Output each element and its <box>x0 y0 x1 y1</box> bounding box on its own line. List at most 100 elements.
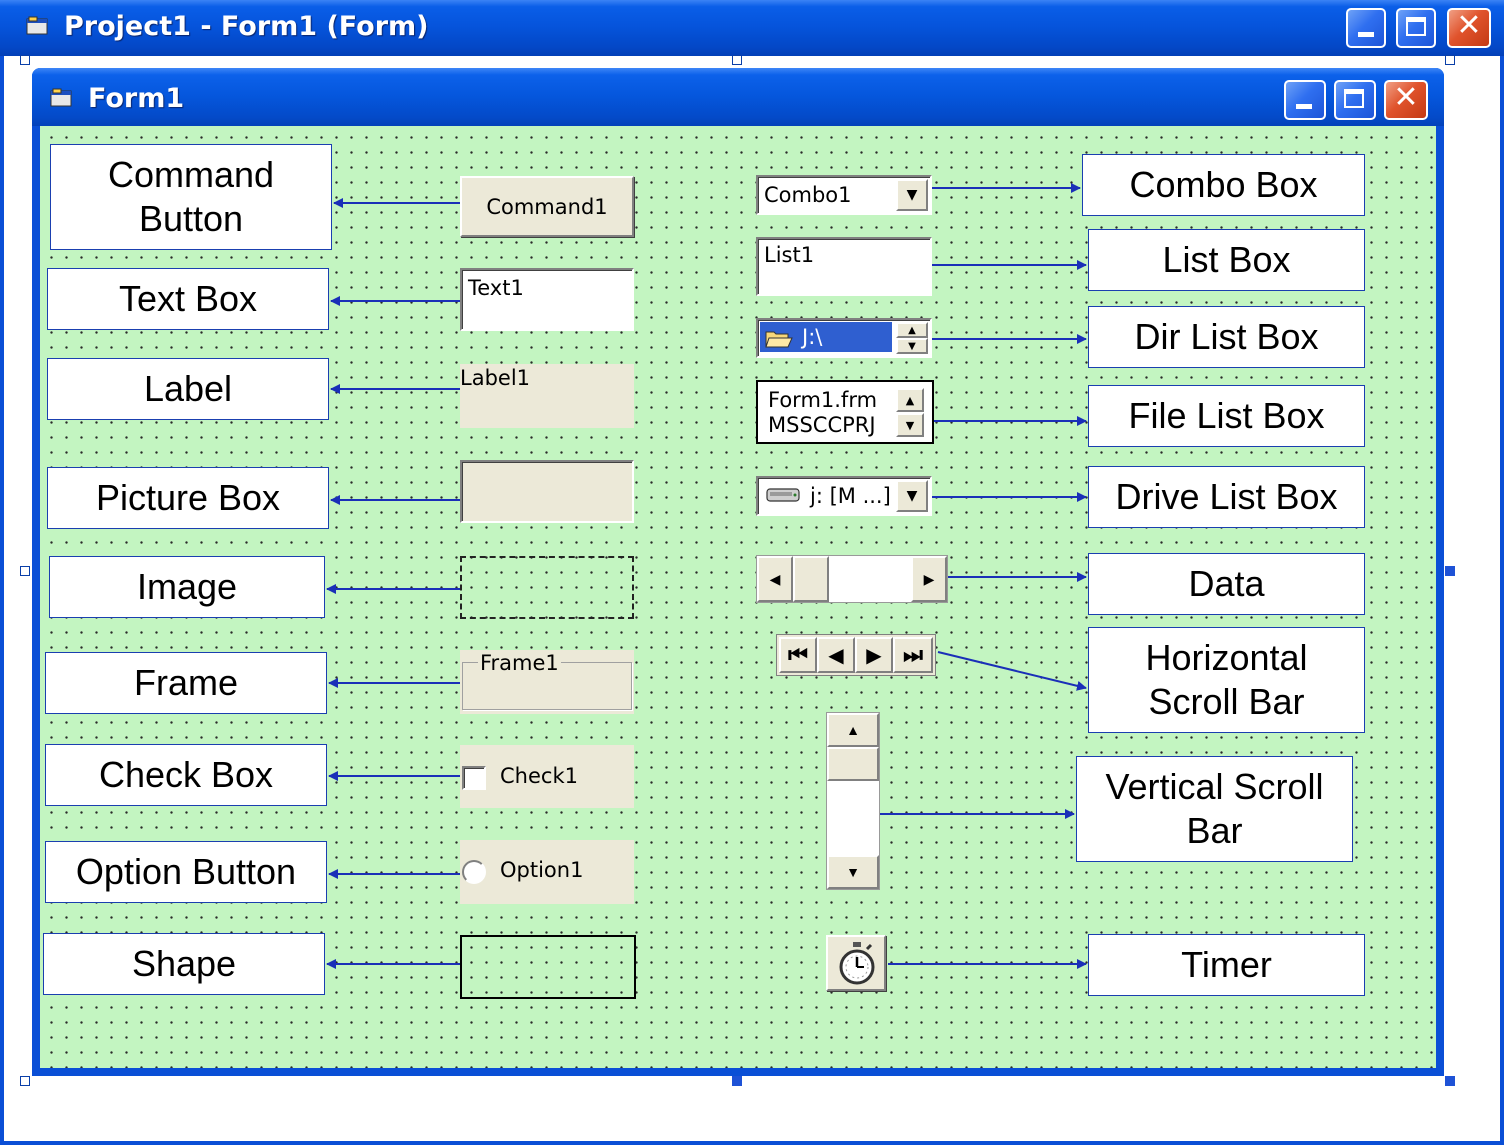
move-first-button[interactable]: ⏮ <box>779 637 817 673</box>
text-box-value: Text1 <box>468 276 524 300</box>
record-navigator-control[interactable]: ⏮ ◀ ▶ ⏭ <box>776 634 936 676</box>
drive-list-dropdown-button[interactable]: ▼ <box>896 480 928 512</box>
drive-list-value: j: [M ...] <box>810 484 891 508</box>
resize-handle-top[interactable] <box>732 55 742 65</box>
designer-minimize-button[interactable] <box>1346 8 1386 48</box>
skip-first-icon: ⏮ <box>788 642 808 667</box>
timer-control[interactable] <box>826 935 886 991</box>
resize-handle-bottom-left[interactable] <box>20 1076 30 1086</box>
arrow-down-icon: ▼ <box>905 418 915 432</box>
arrow-right-icon: ▶ <box>866 644 882 667</box>
arrow-down-icon: ▼ <box>908 340 916 352</box>
form-close-button[interactable]: ✕ <box>1384 80 1428 120</box>
form-window-title: Form1 <box>88 83 185 114</box>
arrow-up-icon: ▲ <box>905 393 915 407</box>
form-maximize-button[interactable] <box>1334 80 1376 120</box>
option-button-caption: Option1 <box>500 858 584 882</box>
label-command-button: Command Button <box>50 144 332 250</box>
label-check-box: Check Box <box>45 744 327 806</box>
dir-list-scroll-down[interactable]: ▼ <box>896 338 928 354</box>
arrow-up-icon: ▲ <box>908 324 916 336</box>
vertical-scrollbar-control[interactable]: ▲ ▼ <box>826 712 880 890</box>
minimize-icon <box>1296 104 1312 109</box>
command-button-caption: Command1 <box>486 194 608 219</box>
label-timer: Timer <box>1088 934 1365 996</box>
arrow-left-icon: ◀ <box>828 644 844 667</box>
label-control[interactable]: Label1 <box>460 364 634 428</box>
maximize-icon <box>1406 17 1426 36</box>
move-last-button[interactable]: ⏭ <box>893 637 933 673</box>
resize-handle-bottom[interactable] <box>732 1076 742 1086</box>
scroll-left-button[interactable]: ◀ <box>757 556 793 602</box>
image-control[interactable] <box>460 556 634 619</box>
resize-handle-left[interactable] <box>20 566 30 576</box>
label-shape: Shape <box>43 933 325 995</box>
close-icon: ✕ <box>1456 8 1482 43</box>
resize-handle-right[interactable] <box>1445 566 1455 576</box>
move-previous-button[interactable]: ◀ <box>817 637 855 673</box>
file-list-scroll-down[interactable]: ▼ <box>896 413 924 437</box>
label-picture-box: Picture Box <box>47 467 329 529</box>
chevron-down-icon: ▼ <box>906 187 918 203</box>
minimize-icon <box>1358 32 1374 37</box>
label-frame: Frame <box>45 652 327 714</box>
text-box-control[interactable]: Text1 <box>460 268 634 331</box>
file-list-item: MSSCCPRJ <box>768 413 876 437</box>
stopwatch-icon <box>837 941 877 987</box>
scroll-right-button[interactable]: ▶ <box>911 556 947 602</box>
designer-title-bar[interactable]: Project1 - Form1 (Form) ✕ <box>0 0 1504 56</box>
label-caption: Label1 <box>460 366 531 390</box>
drive-list-box-control[interactable]: j: [M ...] ▼ <box>756 476 932 516</box>
option-button-control[interactable]: Option1 <box>460 840 634 904</box>
list-box-control[interactable]: List1 <box>756 237 932 296</box>
checkbox-square[interactable] <box>462 766 486 790</box>
close-icon: ✕ <box>1393 80 1419 115</box>
frame-control[interactable]: Frame1 <box>460 650 634 714</box>
picture-box-control[interactable] <box>460 460 634 523</box>
arrow-left-icon: ◀ <box>769 570 781 587</box>
scroll-thumb[interactable] <box>793 556 829 602</box>
form-icon <box>50 88 74 108</box>
scroll-thumb[interactable] <box>827 747 879 781</box>
check-box-caption: Check1 <box>500 764 578 788</box>
maximize-icon <box>1344 89 1364 108</box>
label-label: Label <box>47 358 329 420</box>
resize-handle-top-left[interactable] <box>20 55 30 65</box>
resize-handle-bottom-right[interactable] <box>1445 1076 1455 1086</box>
scroll-down-button[interactable]: ▼ <box>827 855 879 889</box>
combo-box-dropdown-button[interactable]: ▼ <box>896 179 928 211</box>
check-box-control[interactable]: Check1 <box>460 745 634 808</box>
folder-open-icon <box>764 326 794 350</box>
command-button-control[interactable]: Command1 <box>460 176 634 237</box>
file-list-item: Form1.frm <box>768 388 878 412</box>
dir-list-scroll-up[interactable]: ▲ <box>896 322 928 338</box>
form-title-bar[interactable]: Form1 ✕ <box>32 68 1444 126</box>
designer-maximize-button[interactable] <box>1396 8 1436 48</box>
label-combo-box: Combo Box <box>1082 154 1365 216</box>
horizontal-scrollbar-control[interactable]: ◀ ▶ <box>756 555 948 603</box>
label-dir-list-box: Dir List Box <box>1088 306 1365 368</box>
arrow-right-icon: ▶ <box>923 570 935 587</box>
dir-list-box-control[interactable]: J:\ ▲ ▼ <box>756 318 932 358</box>
arrow-up-icon: ▲ <box>846 722 860 738</box>
combo-box-control[interactable]: Combo1 ▼ <box>756 175 932 215</box>
form-minimize-button[interactable] <box>1284 80 1326 120</box>
shape-control[interactable] <box>460 935 636 999</box>
label-file-list-box: File List Box <box>1088 385 1365 447</box>
label-image: Image <box>49 556 325 618</box>
drive-icon <box>766 486 800 506</box>
combo-box-value: Combo1 <box>764 183 852 207</box>
radio-circle[interactable] <box>462 860 486 884</box>
dir-list-value: J:\ <box>802 325 823 349</box>
resize-handle-top-right[interactable] <box>1445 55 1455 65</box>
file-list-box-control[interactable]: Form1.frm MSSCCPRJ ▲ ▼ <box>756 380 934 444</box>
designer-close-button[interactable]: ✕ <box>1447 8 1491 48</box>
arrow-down-icon: ▼ <box>846 864 860 880</box>
scroll-up-button[interactable]: ▲ <box>827 713 879 747</box>
form-designer-icon <box>26 16 50 36</box>
move-next-button[interactable]: ▶ <box>855 637 893 673</box>
file-list-scroll-up[interactable]: ▲ <box>896 388 924 412</box>
frame-caption: Frame1 <box>478 651 561 675</box>
label-horizontal-scroll-bar: Horizontal Scroll Bar <box>1088 627 1365 733</box>
